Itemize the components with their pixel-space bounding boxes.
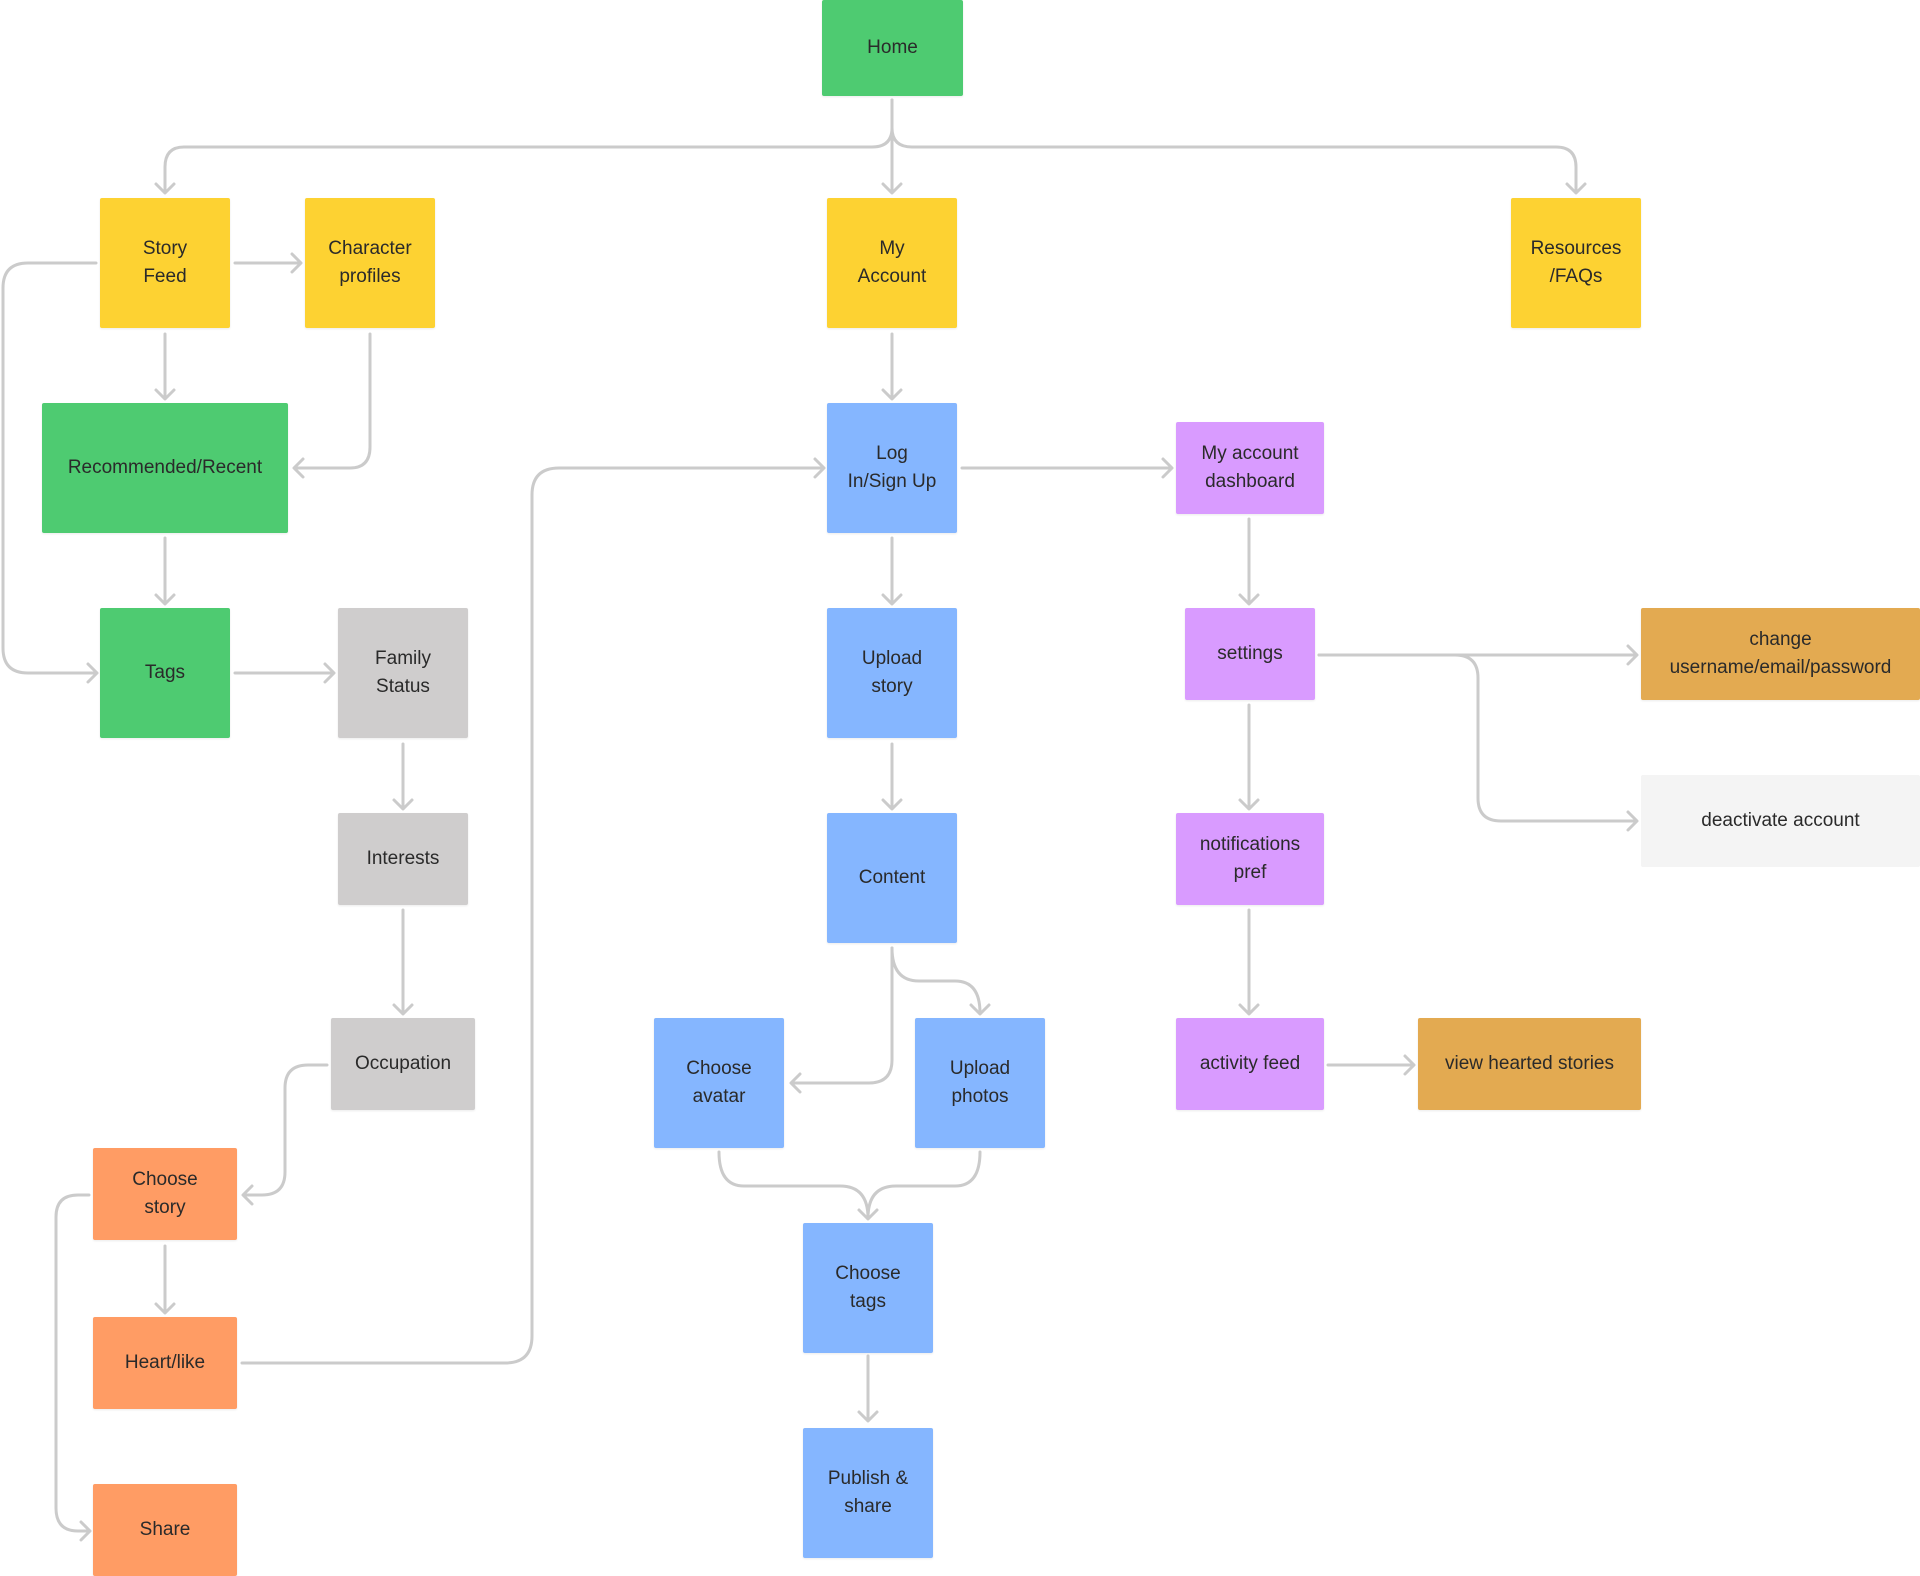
node-publish-share[interactable]: Publish & share <box>803 1428 933 1558</box>
node-content[interactable]: Content <box>827 813 957 943</box>
node-interests[interactable]: Interests <box>338 813 468 905</box>
edge-content-upload-photos <box>890 946 991 1016</box>
edge-avatar-choose-tags <box>717 1150 879 1221</box>
edge-content-choose-avatar <box>789 946 894 1094</box>
edge-settings-deactivate <box>1317 653 1639 832</box>
node-deactivate-account[interactable]: deactivate account <box>1641 775 1920 867</box>
node-log-in-sign-up[interactable]: Log In/Sign Up <box>827 403 957 533</box>
node-choose-story[interactable]: Choose story <box>93 1148 237 1240</box>
node-home[interactable]: Home <box>822 0 963 96</box>
edge-choose-story-share <box>54 1193 92 1542</box>
node-choose-avatar[interactable]: Choose avatar <box>654 1018 784 1148</box>
edge-story-feed-tags <box>1 261 99 684</box>
edge-photos-choose-tags <box>866 1150 982 1220</box>
edge-occupation-choose-story <box>241 1063 329 1206</box>
node-recommended-recent[interactable]: Recommended/Recent <box>42 403 288 533</box>
node-upload-story[interactable]: Upload story <box>827 608 957 738</box>
edge-home-resources <box>890 126 1587 195</box>
node-occupation[interactable]: Occupation <box>331 1018 475 1110</box>
node-view-hearted-stories[interactable]: view hearted stories <box>1418 1018 1641 1110</box>
node-share[interactable]: Share <box>93 1484 237 1576</box>
edge-home-story-feed <box>154 98 894 195</box>
node-settings[interactable]: settings <box>1185 608 1315 700</box>
node-family-status[interactable]: Family Status <box>338 608 468 738</box>
node-tags[interactable]: Tags <box>100 608 230 738</box>
node-choose-tags[interactable]: Choose tags <box>803 1223 933 1353</box>
node-my-account[interactable]: My Account <box>827 198 957 328</box>
node-character-profiles[interactable]: Character profiles <box>305 198 435 328</box>
node-activity-feed[interactable]: activity feed <box>1176 1018 1324 1110</box>
edge-character-profiles-recommended <box>292 332 372 479</box>
node-notifications-pref[interactable]: notifications pref <box>1176 813 1324 905</box>
node-my-account-dashboard[interactable]: My account dashboard <box>1176 422 1324 514</box>
node-heart-like[interactable]: Heart/like <box>93 1317 237 1409</box>
node-resources-faqs[interactable]: Resources /FAQs <box>1511 198 1641 328</box>
edge-heart-log-in <box>240 457 826 1365</box>
node-story-feed[interactable]: Story Feed <box>100 198 230 328</box>
node-upload-photos[interactable]: Upload photos <box>915 1018 1045 1148</box>
node-change-credentials[interactable]: change username/email/password <box>1641 608 1920 700</box>
